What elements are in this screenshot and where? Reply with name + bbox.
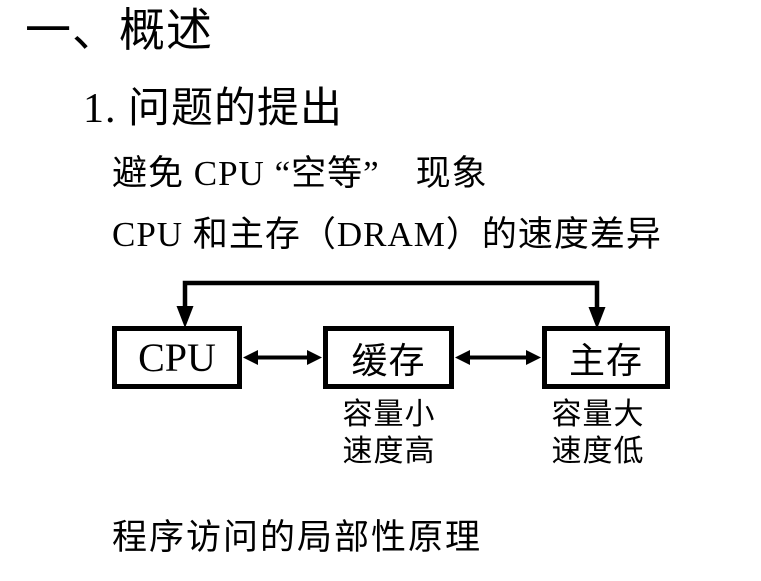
cache-memory-double-arrow	[455, 350, 541, 365]
cache-box: 缓存	[323, 326, 454, 389]
section-heading: 1. 问题的提出	[83, 86, 344, 132]
cpu-memory-bypass-arrow	[176, 280, 606, 329]
text-locality-principle: 程序访问的局部性原理	[112, 518, 483, 557]
main-memory-note-speed: 速度低	[551, 435, 645, 468]
main-memory-box: 主存	[542, 326, 670, 389]
cache-note-speed: 速度高	[342, 435, 436, 468]
slide-title: 一、概述	[25, 5, 213, 56]
main-memory-note: 容量大 速度低	[528, 396, 668, 470]
cache-note-capacity: 容量小	[342, 398, 436, 431]
cpu-cache-double-arrow	[243, 350, 322, 365]
cache-note: 容量小 速度高	[319, 396, 459, 470]
main-memory-box-label: 主存	[568, 340, 643, 381]
cpu-box-label: CPU	[138, 335, 216, 380]
cache-box-label: 缓存	[351, 340, 426, 381]
cpu-box: CPU	[112, 326, 242, 389]
main-memory-note-capacity: 容量大	[551, 398, 645, 431]
text-avoid-cpu-wait: 避免 CPU “空等” 现象	[112, 154, 488, 193]
text-cpu-dram-speed-gap: CPU 和主存（DRAM）的速度差异	[112, 215, 662, 254]
